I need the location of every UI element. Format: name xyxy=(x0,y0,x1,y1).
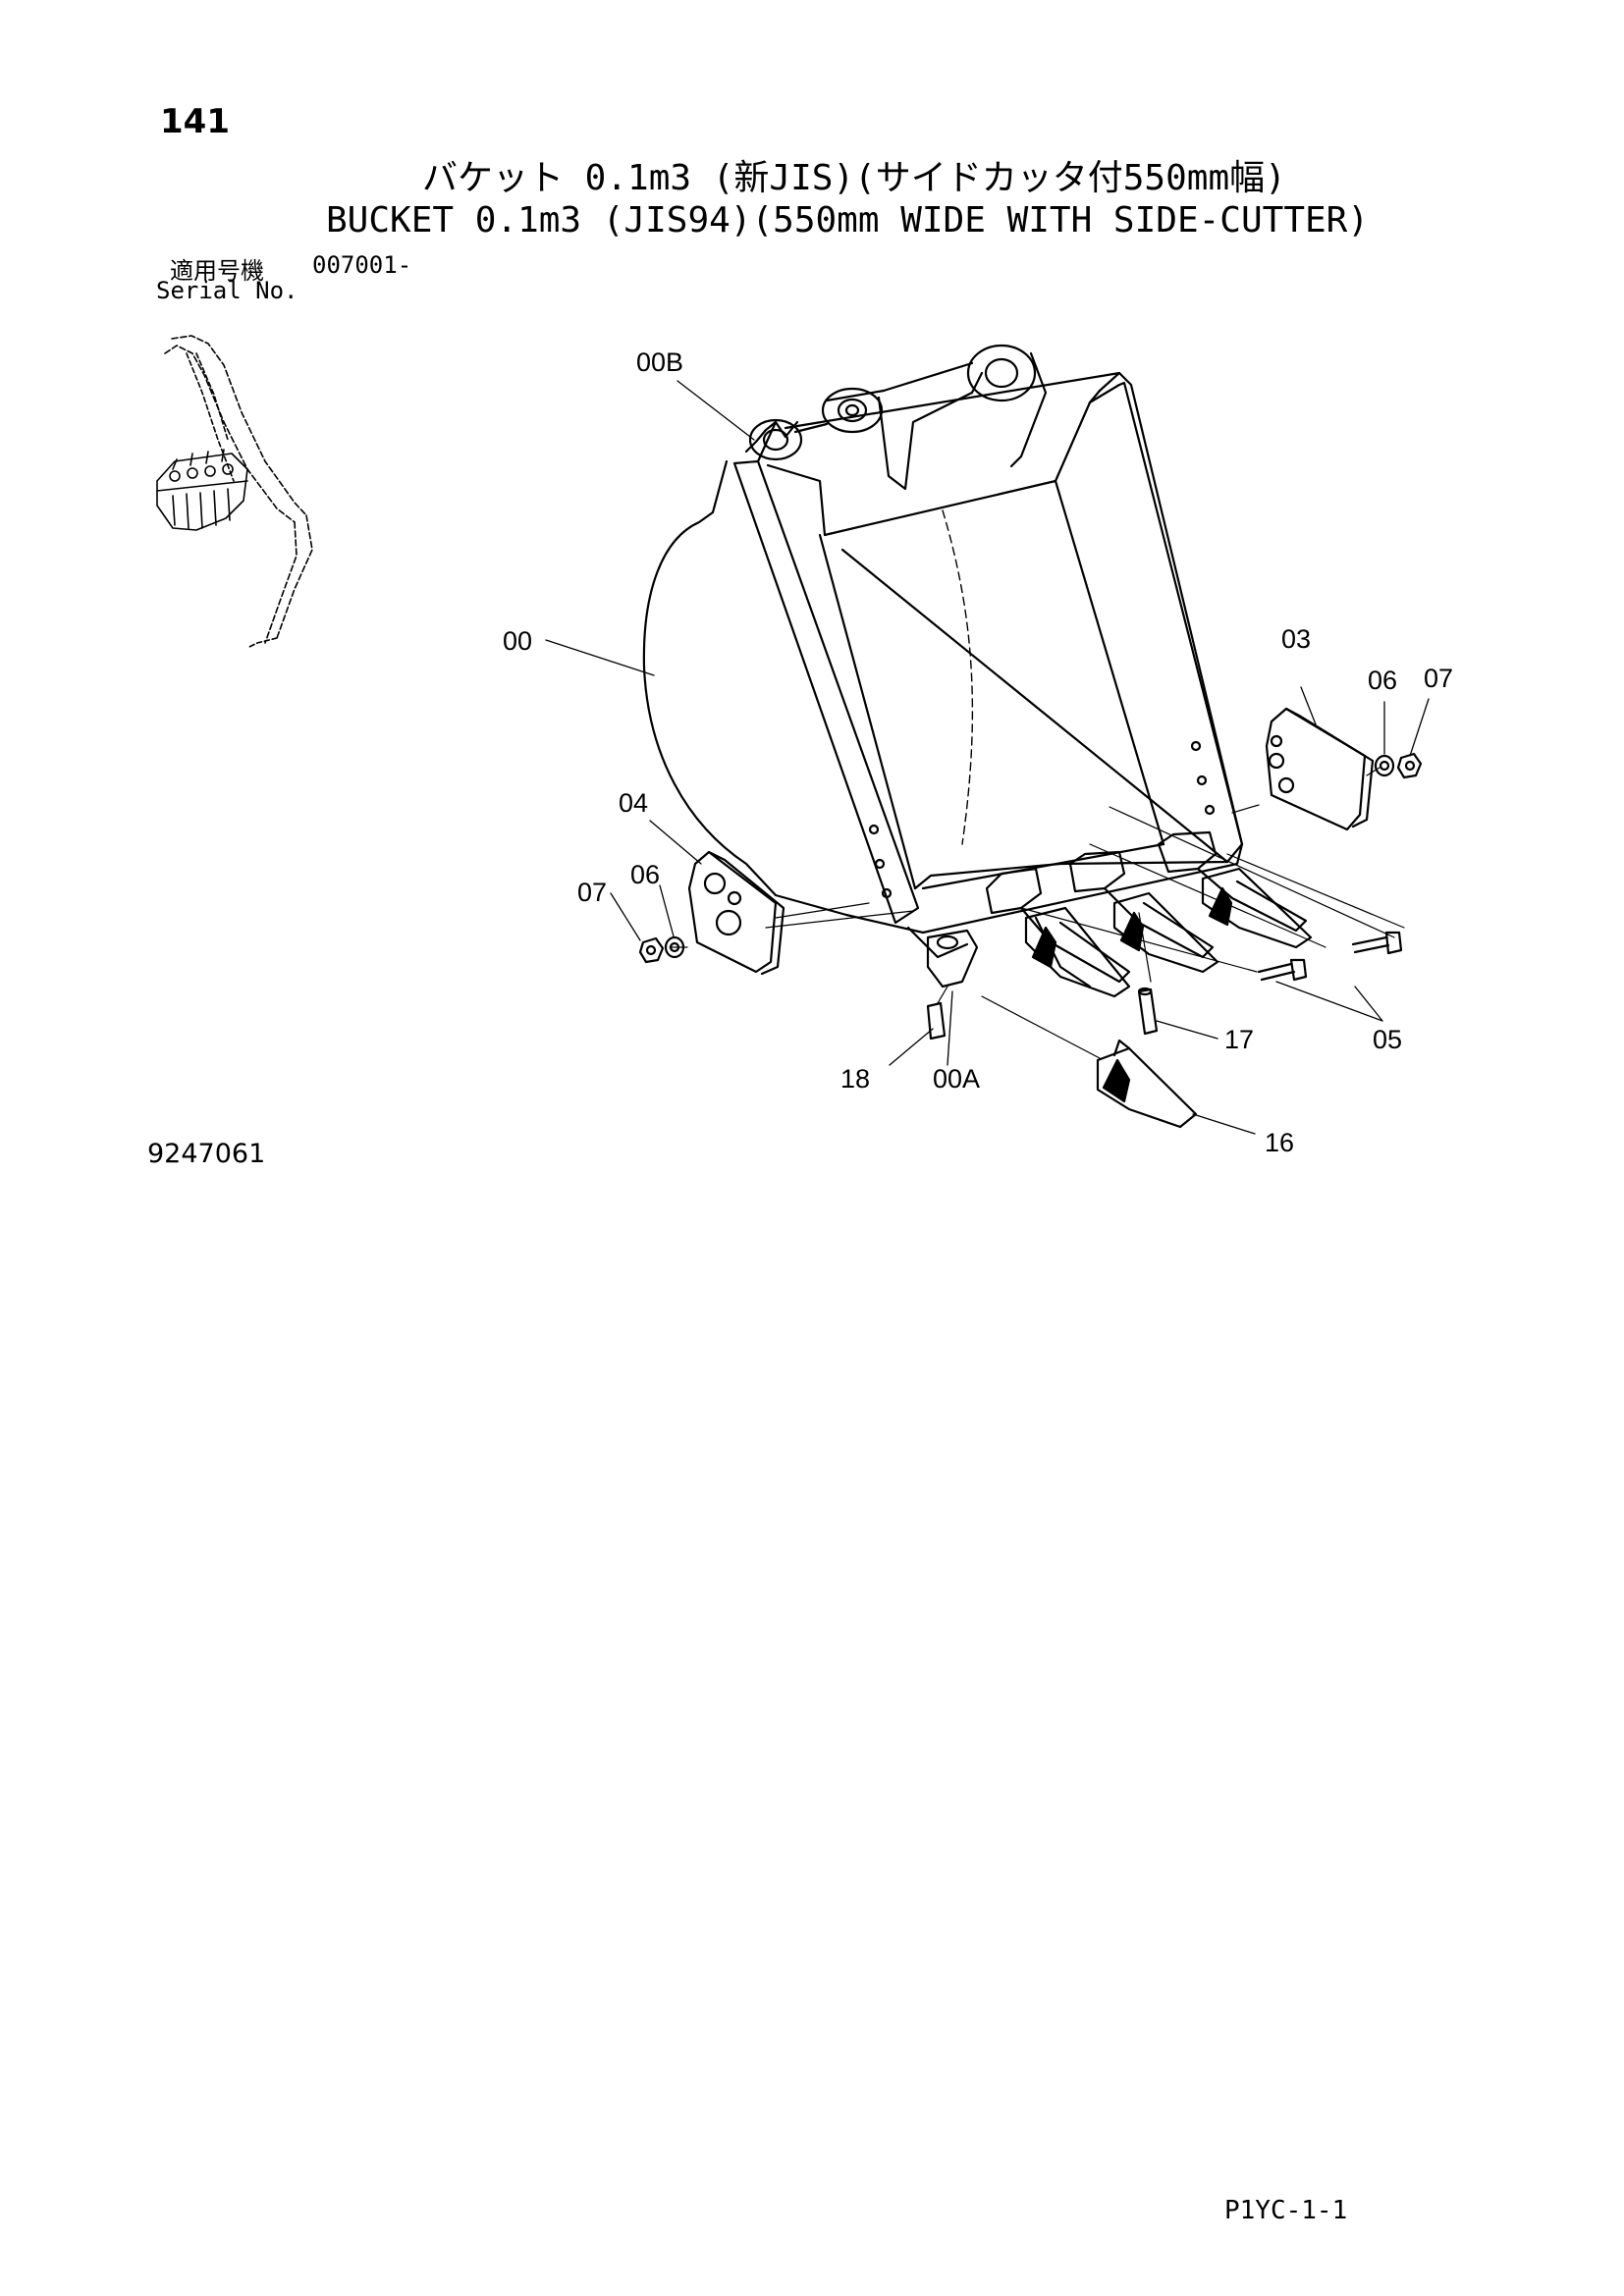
serial-number-value: 007001- xyxy=(312,251,412,279)
title-japanese: バケット 0.1m3 (新JIS)(サイドカッタ付550mm幅) xyxy=(422,158,1286,198)
callout-06-right: 06 xyxy=(1368,666,1397,695)
callout-07-left: 07 xyxy=(577,878,607,907)
callout-06-left: 06 xyxy=(630,860,660,889)
bucket-body xyxy=(642,344,1244,959)
title-english: BUCKET 0.1m3 (JIS94)(550mm WIDE WITH SID… xyxy=(326,200,1370,240)
callout-04: 04 xyxy=(619,788,648,818)
callout-03: 03 xyxy=(1281,624,1311,654)
callout-17: 17 xyxy=(1224,1025,1254,1054)
assembly-lines xyxy=(669,767,1405,1059)
callout-labels: 00B 00 03 06 07 04 07 06 05 17 18 00A 16 xyxy=(503,347,1453,1157)
page-number: 141 xyxy=(160,102,230,141)
figure-number: 9247061 xyxy=(147,1139,266,1169)
callout-00A: 00A xyxy=(933,1064,980,1094)
callout-00B: 00B xyxy=(636,347,683,377)
teeth-assembly xyxy=(926,830,1313,1129)
fasteners xyxy=(638,752,1423,982)
callout-16: 16 xyxy=(1265,1128,1294,1157)
document-code: P1YC-1-1 xyxy=(1224,2196,1348,2225)
callout-05: 05 xyxy=(1373,1025,1402,1054)
serial-label-english: Serial No. xyxy=(156,277,298,304)
callout-07-right: 07 xyxy=(1424,664,1453,693)
excavator-thumbnail xyxy=(156,335,313,649)
callout-18: 18 xyxy=(840,1064,870,1094)
side-cutters xyxy=(687,707,1375,976)
serial-label-japanese: 適用号機 xyxy=(170,257,264,285)
callout-00: 00 xyxy=(503,626,532,656)
leader-lines xyxy=(545,380,1430,1135)
